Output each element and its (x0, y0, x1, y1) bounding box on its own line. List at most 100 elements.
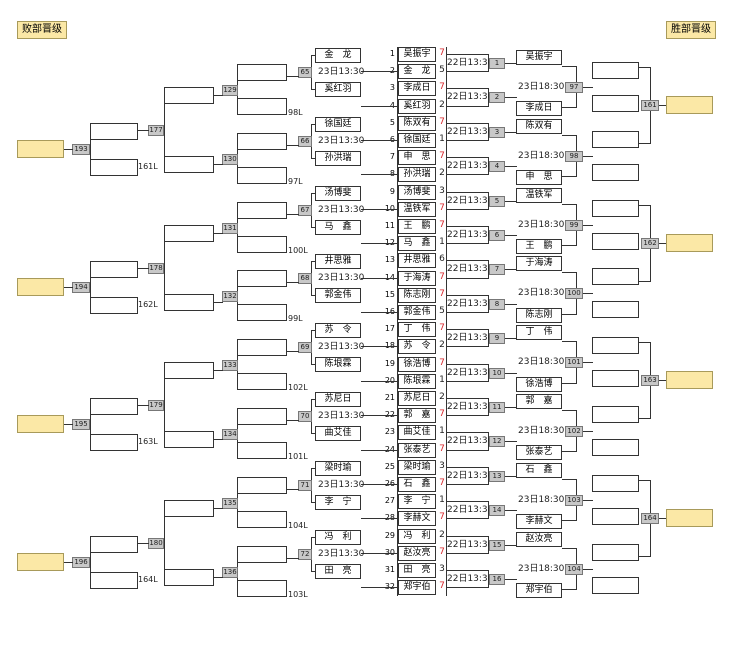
result-box (592, 164, 639, 181)
connector-line (446, 381, 489, 382)
connector-line (639, 480, 651, 481)
match-time: 22日13:30 (447, 505, 494, 515)
player-box: 陈双有 (398, 116, 436, 131)
loser-box: 田 亮 (315, 564, 361, 579)
player-box: 孙洪瑞 (398, 167, 436, 182)
connector-line (488, 364, 489, 382)
result-box (237, 477, 287, 494)
connector-line (446, 174, 489, 175)
match-number-badge: 132 (222, 291, 238, 302)
connector-line (90, 406, 91, 443)
result-box (237, 580, 287, 597)
result-box (592, 577, 639, 594)
connector-line (214, 164, 223, 165)
match-time: 22日13:30 (447, 574, 494, 584)
player-box: 郑宇伯 (398, 580, 436, 595)
connector-line (361, 415, 398, 416)
connector-line (214, 439, 223, 440)
result-box (237, 546, 287, 563)
connector-line (214, 302, 223, 303)
result-box (592, 544, 639, 561)
connector-line (488, 295, 489, 313)
loser-box: 奚红羽 (315, 82, 361, 97)
seed-number: 24 (381, 445, 395, 455)
seed-number: 5 (389, 118, 395, 127)
connector-line (562, 176, 577, 177)
player-score: 5 (439, 65, 445, 75)
player-score: 7 (439, 512, 445, 522)
connector-line (311, 89, 316, 90)
connector-line (583, 293, 593, 294)
player-score: 2 (439, 168, 445, 178)
winners-advance-slot (666, 96, 713, 114)
player-box: 张泰艺 (398, 443, 436, 458)
player-score: 2 (439, 100, 445, 110)
player-score: 7 (439, 151, 445, 161)
player-box: 丁 伟 (398, 322, 436, 337)
connector-line (164, 233, 165, 303)
player-score: 7 (439, 82, 445, 92)
match-number-badge: 103 (565, 495, 583, 506)
connector-line (488, 88, 489, 107)
connector-line (287, 145, 299, 146)
seed-number: 28 (381, 513, 395, 523)
connector-line (446, 192, 489, 193)
connector-line (287, 558, 299, 559)
winner-box: 陈双有 (516, 119, 562, 134)
loser-box: 马 鑫 (315, 220, 361, 235)
match-time: 23日13:30 (318, 342, 365, 352)
connector-line (446, 432, 489, 433)
match-time: 23日18:30 (518, 426, 565, 436)
player-score: 1 (439, 426, 445, 436)
player-box: 金 龙 (398, 64, 436, 79)
drop-in-label: 101L (288, 452, 308, 461)
connector-line (64, 287, 73, 288)
seed-number: 16 (381, 307, 395, 317)
connector-line (505, 579, 517, 580)
losers-advance-slot (17, 140, 64, 158)
seed-number: 9 (389, 187, 395, 196)
match-number-badge: 68 (298, 273, 312, 284)
match-number-badge: 8 (489, 299, 505, 310)
seed-number: 26 (381, 479, 395, 489)
drop-in-label: 102L (288, 383, 308, 392)
seed-number: 14 (381, 273, 395, 283)
result-box (164, 87, 214, 104)
connector-line (287, 351, 299, 352)
match-time: 22日13:30 (447, 230, 494, 240)
winners-advance-label: 胜部晋级 (666, 21, 716, 39)
match-number-badge: 163 (641, 375, 659, 386)
connector-line (505, 373, 517, 374)
connector-line (488, 192, 489, 210)
connector-line (639, 67, 651, 68)
connector-line (583, 87, 593, 88)
connector-line (446, 54, 489, 55)
connector-line (361, 106, 398, 107)
match-number-badge: 7 (489, 264, 505, 275)
connector-line (138, 268, 149, 269)
match-number-badge: 178 (148, 263, 164, 274)
match-time: 22日13:30 (447, 58, 494, 68)
connector-line (64, 424, 73, 425)
connector-line (562, 548, 577, 549)
match-number-badge: 9 (489, 333, 505, 344)
connector-line (505, 269, 517, 270)
drop-in-label: 97L (288, 177, 303, 186)
result-box (237, 408, 287, 425)
match-number-badge: 6 (489, 230, 505, 241)
result-box (592, 131, 639, 148)
match-time: 22日13:30 (447, 92, 494, 102)
connector-line (361, 346, 398, 347)
match-time: 23日13:30 (318, 480, 365, 490)
match-number-badge: 162 (641, 238, 659, 249)
connector-line (311, 55, 316, 56)
winner-box: 石 鑫 (516, 463, 562, 478)
connector-line (287, 489, 299, 490)
connector-line (488, 398, 489, 416)
connector-line (446, 88, 489, 89)
result-box (592, 508, 639, 525)
connector-line (214, 233, 223, 234)
player-score: 7 (439, 547, 445, 557)
result-box (90, 123, 138, 140)
connector-line (488, 432, 489, 451)
